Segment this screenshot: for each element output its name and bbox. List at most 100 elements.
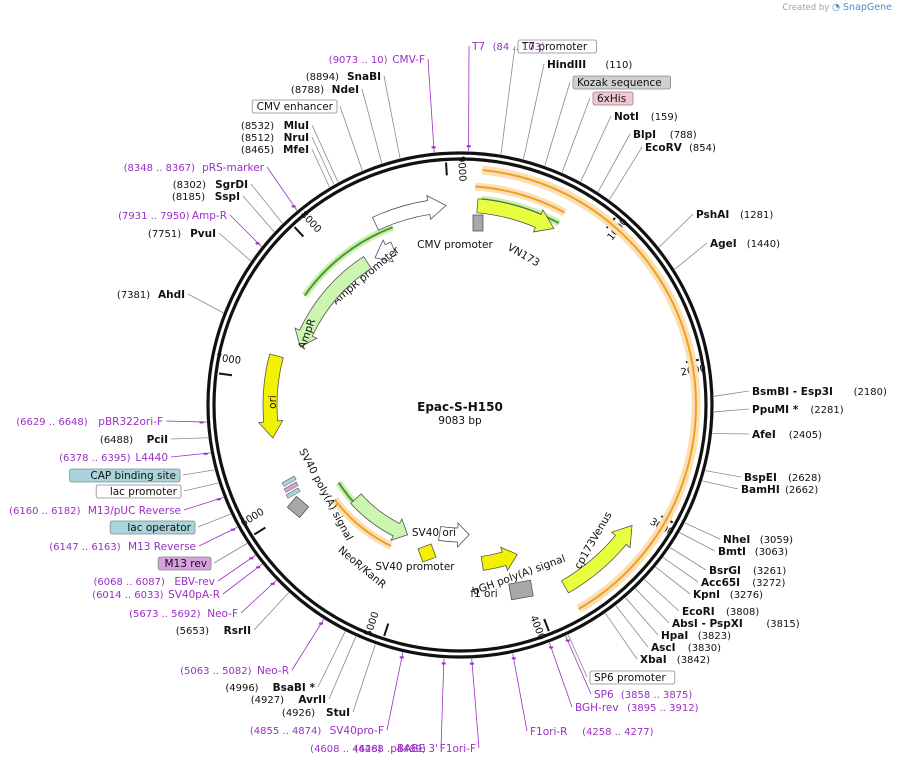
site-prs-marker[interactable]: pRS-marker(8348 .. 8367) [124,162,265,174]
tick-label: 8000 [298,209,323,235]
site-ppumi-[interactable]: PpuMI *(2281) [752,404,844,416]
leader-line [655,566,691,595]
site-pcii[interactable]: PciI(6488) [100,434,168,446]
site-acc65i[interactable]: Acc65I(3272) [701,577,786,589]
site-cmv-f[interactable]: CMV-F(9073 .. 10) [329,54,425,66]
tick-label: 4000 [527,614,547,642]
site-mlui[interactable]: MluI(8532) [241,120,309,132]
site-position: (3823) [698,631,731,642]
site-pshai[interactable]: PshAI(1281) [696,209,773,221]
site-pvui[interactable]: PvuI(7751) [148,228,216,240]
site-cap-binding-site[interactable]: CAP binding site [69,468,181,483]
site-name: L4440 [135,452,168,464]
site-sspi[interactable]: SspI(8185) [172,191,240,203]
leader-line [702,480,739,490]
leader-line [339,105,363,171]
site-hpai[interactable]: HpaI(3823) [661,630,731,642]
leader-line [187,293,224,314]
site-mfei[interactable]: MfeI(8465) [241,144,309,156]
leader-line [253,592,290,631]
site-bsrgi[interactable]: BsrGI(3261) [709,565,786,577]
site-amp-r[interactable]: Amp-R(7931 .. 7950) [118,210,227,222]
site-neo-r[interactable]: Neo-R(5063 .. 5082) [180,665,289,677]
site-stui[interactable]: StuI(4926) [282,707,350,719]
site-position: (5063 .. 5082) [180,666,252,677]
site-hindiii[interactable]: HindIII(110) [547,59,632,71]
site-neo-f[interactable]: Neo-F(5673 .. 5692) [129,608,238,620]
site-ebv-rev[interactable]: EBV-rev(6068 .. 6087) [93,576,215,588]
site-name: SP6 promoter [594,672,666,684]
site-nrui[interactable]: NruI(8512) [241,132,309,144]
site-ecorv[interactable]: EcoRV(854) [645,142,716,154]
leader-line [605,613,638,660]
site-lac-operator[interactable]: lac operator [109,520,196,535]
site-m13-puc-reverse[interactable]: M13/pUC Reverse(6160 .. 6182) [9,505,181,517]
site-cmv-enhancer[interactable]: CMV enhancer [251,99,338,114]
label-box [592,91,634,106]
site-ecori[interactable]: EcoRI(3808) [682,606,759,618]
site-ndei[interactable]: NdeI(8788) [291,84,359,96]
site-asci[interactable]: AscI(3830) [651,642,721,654]
site-6xhis[interactable]: 6xHis [592,91,634,106]
site-f1ori-r[interactable]: F1ori-R(4258 .. 4277) [530,726,654,738]
site-position: (3808) [726,607,759,618]
site-sgrdi[interactable]: SgrDI(8302) [173,179,248,191]
site-pbr322ori-f[interactable]: pBR322ori-F(6629 .. 6648) [16,416,163,428]
site-bgh-rev[interactable]: BGH-rev(3895 .. 3912) [575,702,699,714]
leader-line [317,631,346,688]
site-blpi[interactable]: BlpI(788) [633,129,697,141]
tick-mark [253,526,266,536]
site-position: (8185) [172,192,205,203]
site-l4440[interactable]: L4440(6378 .. 6395) [59,452,168,464]
site-position: (6147 .. 6163) [49,542,121,553]
site-position: (8532) [241,121,274,132]
site-nhei[interactable]: NheI(3059) [723,534,793,546]
leader-line [170,437,209,440]
site-bspei[interactable]: BspEI(2628) [744,472,821,484]
label-box [69,468,181,483]
site-xbai[interactable]: XbaI(3842) [640,654,710,666]
site-name: StuI [326,707,350,719]
site-position: (159) [651,112,678,123]
site-kozak-sequence[interactable]: Kozak sequence [572,75,671,90]
site-bsmbi-esp3i[interactable]: BsmBI - Esp3I(2180) [752,386,887,398]
site-name: PvuI [190,228,216,240]
site-m13-rev[interactable]: M13 rev [157,556,212,571]
site-sv40pro-f[interactable]: SV40pro-F(4855 .. 4874) [250,725,384,737]
leader-line [183,482,219,492]
site-bmti[interactable]: BmtI(3063) [718,546,788,558]
site-name: M13 rev [164,558,207,570]
site-name: SP6 [594,689,614,701]
leader-line [197,513,231,528]
site-position: (6014 .. 6033) [92,590,164,601]
site-avrii[interactable]: AvrII(4927) [251,694,326,706]
site-absi-pspxi[interactable]: AbsI - PspXI(3815) [672,618,800,630]
site-name: AscI [651,642,676,654]
site-m13-reverse[interactable]: M13 Reverse(6147 .. 6163) [49,541,196,553]
site-pbabe-3-[interactable]: pBABE 3'(4608 .. 4628) [310,743,438,755]
site-ahdi[interactable]: AhdI(7381) [117,289,185,301]
lac-element-stub [285,487,301,499]
site-bamhi[interactable]: BamHI(2662) [741,484,818,496]
site-sp6-promoter[interactable]: SP6 promoter [589,670,676,685]
site-bsabi-[interactable]: BsaBI *(4996) [225,682,315,694]
site-snabi[interactable]: SnaBI(8894) [306,71,381,83]
site-noti[interactable]: NotI(159) [614,111,678,123]
site-agei[interactable]: AgeI(1440) [710,238,780,250]
site-position: (84 .. 103) [493,42,545,53]
site-sv40pa-r[interactable]: SV40pA-R(6014 .. 6033) [92,589,220,601]
site-afei[interactable]: AfeI(2405) [752,429,822,441]
site-sp6[interactable]: SP6(3858 .. 3875) [594,689,692,701]
site-position: (788) [670,130,697,141]
site-lac-promoter[interactable]: lac promoter [95,484,182,499]
site-rsrii[interactable]: RsrII(5653) [176,625,251,637]
site-position: (2405) [789,430,822,441]
site-kpni[interactable]: KpnI(3276) [693,589,763,601]
site-t7-promoter[interactable]: T7 promoter [517,39,597,54]
leader-line [662,557,699,583]
site-t7[interactable]: T7(84 .. 103) [471,41,545,53]
leader-line [674,242,708,270]
site-position: (2662) [785,485,818,496]
site-f1ori-f[interactable]: F1ori-F(4468 .. 4489) [354,743,476,755]
tick-mark [293,226,305,238]
